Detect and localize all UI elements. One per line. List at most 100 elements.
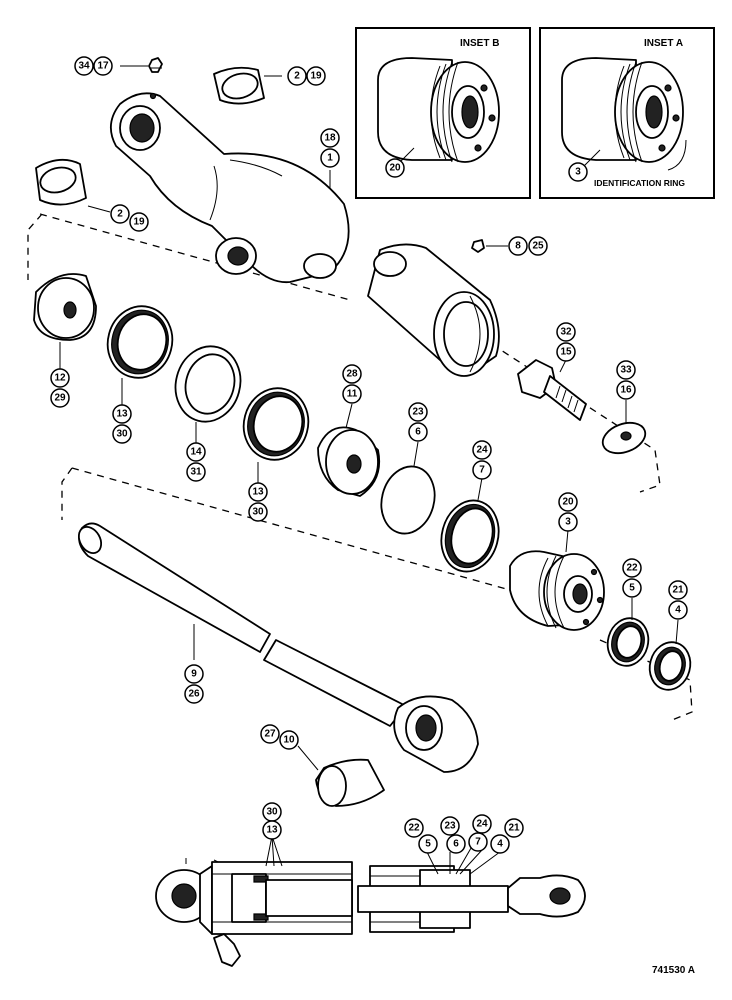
callout-12: 12 [50,368,70,388]
callout-16: 16 [616,380,636,400]
svg-text:3: 3 [575,167,581,178]
svg-text:24: 24 [476,445,488,456]
svg-text:2: 2 [117,209,123,220]
callout-30-b: 30 [248,502,268,522]
callout-18: 18 [320,128,340,148]
figure-id: 741530 A [652,965,695,976]
callout-23-section: 23 [440,816,460,836]
callout-31: 31 [186,462,206,482]
inset-b-callout: 20 [385,158,405,178]
svg-text:4: 4 [675,605,681,616]
svg-text:3: 3 [565,517,571,528]
callout-6-section: 6 [446,834,466,854]
svg-text:15: 15 [560,347,572,358]
svg-text:30: 30 [266,807,278,818]
svg-text:31: 31 [190,467,202,478]
bushing-top [213,66,265,105]
callout-15: 15 [556,342,576,362]
callout-11: 11 [342,384,362,404]
callout-4: 4 [668,600,688,620]
svg-text:14: 14 [190,447,202,458]
callout-24-section: 24 [472,814,492,834]
callout-13-b: 13 [248,482,268,502]
svg-text:13: 13 [252,487,264,498]
callout-21-section: 21 [504,818,524,838]
callout-26: 26 [184,684,204,704]
assembled-section-view [155,858,586,967]
inset-a-callout: 3 [568,162,588,182]
svg-text:12: 12 [54,373,66,384]
callouts: 34 17 2 19 18 1 2 19 8 25 12 29 13 30 14… [50,56,688,854]
svg-text:6: 6 [453,839,459,850]
svg-text:7: 7 [475,837,481,848]
svg-text:30: 30 [116,429,128,440]
svg-text:29: 29 [54,393,66,404]
svg-text:16: 16 [620,385,632,396]
callout-5-section: 5 [418,834,438,854]
svg-text:23: 23 [412,407,424,418]
grease-fitting [148,57,163,73]
callout-25: 25 [528,236,548,256]
svg-text:22: 22 [626,563,638,574]
callout-32: 32 [556,322,576,342]
svg-text:6: 6 [415,427,421,438]
piston-28-11 [317,426,381,497]
svg-text:2: 2 [294,71,300,82]
rod-9-26 [77,522,479,773]
gland-20-3 [509,550,605,631]
svg-text:9: 9 [191,669,197,680]
callout-21: 21 [668,580,688,600]
svg-text:7: 7 [479,465,485,476]
svg-text:1: 1 [327,153,333,164]
callout-19-top: 19 [306,66,326,86]
callout-1: 1 [320,148,340,168]
svg-text:11: 11 [347,389,358,400]
svg-text:24: 24 [476,819,488,830]
callout-33: 33 [616,360,636,380]
svg-text:13: 13 [266,825,278,836]
callout-13-section: 13 [262,820,282,840]
callout-19-left: 19 [129,212,149,232]
callout-3: 3 [558,512,578,532]
callout-10: 10 [279,730,299,750]
svg-text:33: 33 [620,365,632,376]
washer-33-16 [601,421,647,455]
svg-text:23: 23 [444,821,456,832]
callout-30-a: 30 [112,424,132,444]
callout-5: 5 [622,578,642,598]
inset-b-title: INSET B [460,38,499,49]
callout-22-section: 22 [404,818,424,838]
callout-7-section: 7 [468,832,488,852]
callout-14: 14 [186,442,206,462]
piston-end-cap [33,273,97,341]
barrel-tube-end [367,243,500,377]
callout-2-left: 2 [110,204,130,224]
svg-text:19: 19 [133,217,145,228]
svg-text:8: 8 [515,241,521,252]
o-ring-23-6 [380,465,436,535]
callout-28: 28 [342,364,362,384]
svg-text:21: 21 [672,585,684,596]
inset-a-title: INSET A [644,38,683,49]
rod-seal-22-5 [606,617,650,667]
svg-text:34: 34 [78,61,90,72]
callout-30-section: 30 [262,802,282,822]
seal-ring-13-30-a [106,305,174,379]
callout-17: 17 [93,56,113,76]
cylinder-barrel [110,92,350,284]
bolt-32-15 [517,359,587,421]
callout-24: 24 [472,440,492,460]
wiper-seal-21-4 [648,641,692,691]
svg-text:26: 26 [188,689,200,700]
svg-text:17: 17 [97,61,109,72]
svg-text:28: 28 [346,369,358,380]
bushing-27-10 [315,758,385,807]
callout-23: 23 [408,402,428,422]
svg-text:13: 13 [116,409,128,420]
identification-ring-note: IDENTIFICATION RING [594,178,685,188]
svg-text:25: 25 [532,241,544,252]
svg-text:30: 30 [252,507,264,518]
svg-text:5: 5 [629,583,635,594]
leader-lines [59,65,679,875]
